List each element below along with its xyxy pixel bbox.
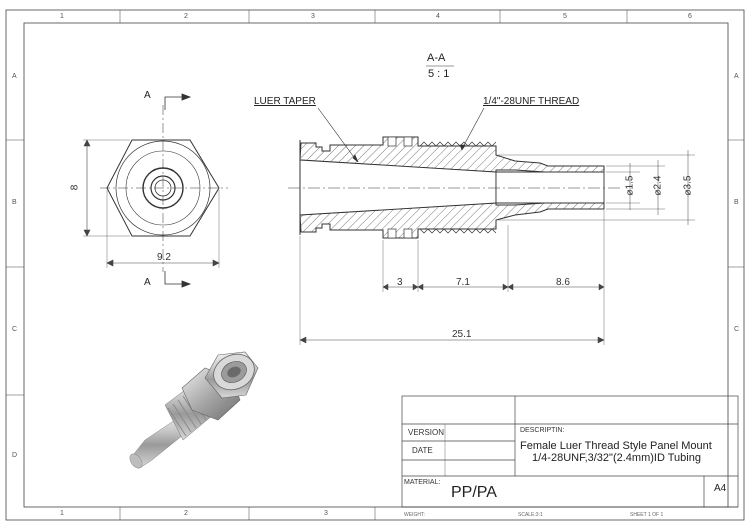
tb-size: A4 <box>714 483 727 494</box>
tb-version-label: VERSION <box>408 428 445 437</box>
title-block <box>401 395 739 508</box>
dim-diameter-2: ⌀2.4 <box>652 175 664 196</box>
section-marker-bottom: A <box>144 277 151 288</box>
dim-diameter-1: ⌀1.5 <box>624 175 636 196</box>
zone-col-3: 3 <box>311 13 315 20</box>
tb-date-label: DATE <box>412 446 433 455</box>
zone-col-2: 2 <box>184 13 188 20</box>
zone-row-c: C <box>12 326 18 333</box>
tb-description-line1: Female Luer Thread Style Panel Mount <box>520 440 712 452</box>
length-dimensions <box>299 210 605 345</box>
iso-rendering <box>129 351 259 469</box>
zone-col-5: 5 <box>563 13 567 20</box>
zone-col-3-bottom: 3 <box>324 510 328 517</box>
dim-seg-a: 3 <box>397 277 403 288</box>
tb-material-value: PP/PA <box>451 484 497 501</box>
section-view <box>288 136 622 239</box>
dim-seg-c: 8.6 <box>556 277 570 288</box>
zone-col-6: 6 <box>688 13 692 20</box>
zone-row-b-right: B <box>734 199 739 206</box>
dim-seg-b: 7.1 <box>456 277 470 288</box>
zone-row-a-right: A <box>734 73 739 80</box>
dim-total-length: 25.1 <box>452 329 472 340</box>
tb-description: Female Luer Thread Style Panel Mount <box>520 440 712 453</box>
section-name: A-A <box>427 52 446 64</box>
dim-diameter-3: ⌀3.5 <box>682 175 694 196</box>
sheet-frame <box>5 9 745 521</box>
hex-dimensions <box>83 139 220 268</box>
section-scale: 5 : 1 <box>428 68 450 80</box>
zone-col-2-bottom: 2 <box>184 510 188 517</box>
section-markers <box>164 93 192 288</box>
tb-description-line2: 1/4-28UNF,3/32"(2.4mm)ID Tubing <box>532 452 701 464</box>
dim-hex-width: 9.2 <box>157 252 171 263</box>
tb-sheet-label: SHEET 1 OF 1 <box>630 512 664 518</box>
tb-material-label: MATERIAL: <box>404 479 441 486</box>
zone-row-b: B <box>12 199 17 206</box>
note-leaders <box>317 107 485 163</box>
zone-col-1-bottom: 1 <box>60 510 64 517</box>
note-thread: 1/4"-28UNF THREAD <box>483 96 580 107</box>
section-marker-top: A <box>144 90 151 101</box>
tb-scale-label: SCALE:3:1 <box>518 512 543 518</box>
zone-row-c-right: C <box>734 326 740 333</box>
dim-hex-height: 8 <box>69 184 81 191</box>
zone-col-1: 1 <box>60 13 64 20</box>
diameter-dimensions <box>498 150 695 225</box>
zone-row-d: D <box>12 452 18 459</box>
zone-row-a: A <box>12 73 17 80</box>
tb-weight-label: WEIGHT: <box>404 512 425 518</box>
hex-front-view <box>100 105 228 272</box>
note-luer-taper: LUER TAPER <box>254 96 316 107</box>
tb-descriptin-label: DESCRIPTIN: <box>520 427 565 434</box>
zone-col-4: 4 <box>436 13 440 20</box>
